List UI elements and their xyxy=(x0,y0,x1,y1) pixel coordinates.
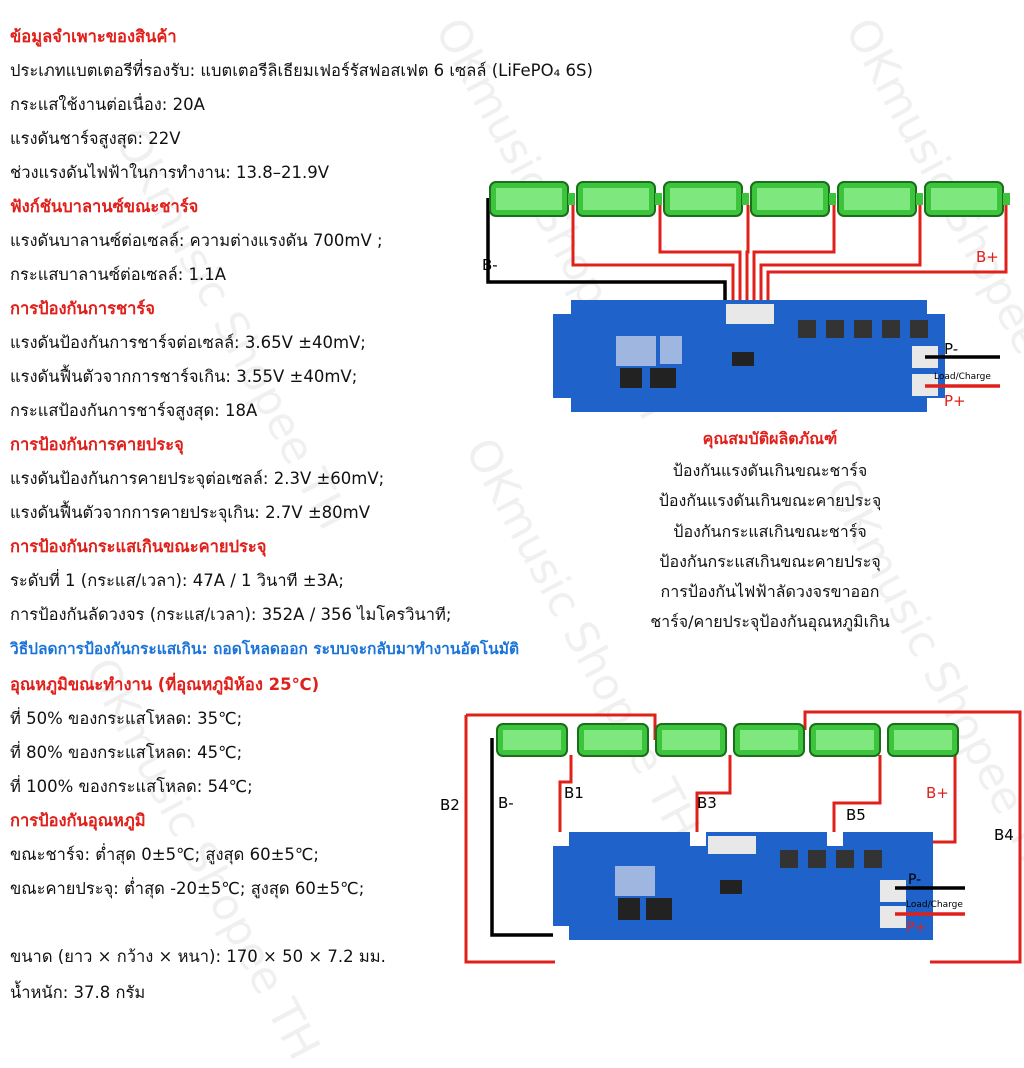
battery-cell-icon xyxy=(750,181,836,217)
label-load-charge: Load/Charge xyxy=(906,900,963,910)
label-p-minus: P- xyxy=(944,340,958,358)
spec-charge-temp: ขณะชาร์จ: ต่ำสุด 0±5℃; สูงสุด 60±5℃; xyxy=(10,845,319,864)
spec-operating-voltage: ช่วงแรงดันไฟฟ้าในการทำงาน: 13.8–21.9V xyxy=(10,163,330,182)
feature-item: การป้องกันไฟฟ้าลัดวงจรขาออก xyxy=(660,582,880,602)
spec-temp-100: ที่ 100% ของกระแสโหลด: 54℃; xyxy=(10,777,253,796)
product-features: คุณสมบัติผลิตภัณฑ์ ป้องกันแรงดันเกินขณะช… xyxy=(600,426,940,638)
battery-cell-icon xyxy=(577,723,649,757)
feature-item: ป้องกันกระแสเกินขณะคายประจุ xyxy=(659,551,881,571)
section-title-balance: ฟังก์ชันบาลานซ์ขณะชาร์จ xyxy=(10,197,199,216)
spec-overcharge-voltage: แรงดันป้องกันการชาร์จต่อเซลล์: 3.65V ±40… xyxy=(10,333,366,352)
label-b-minus: B- xyxy=(482,256,498,274)
battery-cell-icon xyxy=(837,181,923,217)
spec-battery-type: ประเภทแบตเตอรีที่รองรับ: แบตเตอรีลิเธียม… xyxy=(10,61,593,80)
features-title: คุณสมบัติผลิตภัณฑ์ xyxy=(702,429,838,448)
spec-weight: น้ำหนัก: 37.8 กรัม xyxy=(10,983,146,1002)
spec-max-charge-voltage: แรงดันชาร์จสูงสุด: 22V xyxy=(10,129,181,148)
label-b4: B4 xyxy=(994,826,1014,844)
battery-cell-icon xyxy=(663,181,749,217)
section-title-specifications: ข้อมูลจำเพาะของสินค้า xyxy=(10,27,177,46)
spec-temp-80: ที่ 80% ของกระแสโหลด: 45℃; xyxy=(10,743,243,762)
battery-cell-icon xyxy=(809,723,881,757)
section-title-charge-protection: การป้องกันการชาร์จ xyxy=(10,299,155,318)
b-minus-wire xyxy=(486,198,727,308)
section-title-overcurrent: การป้องกันกระแสเกินขณะคายประจุ xyxy=(10,537,267,556)
label-b-plus: B+ xyxy=(976,248,999,266)
label-b3: B3 xyxy=(697,794,717,812)
spec-discharge-temp: ขณะคายประจุ: ต่ำสุด -20±5℃; สูงสุด 60±5℃… xyxy=(10,879,365,898)
feature-item: ป้องกันกระแสเกินขณะชาร์จ xyxy=(673,521,867,541)
label-p-plus: P+ xyxy=(906,920,926,936)
bms-board xyxy=(553,832,933,940)
battery-cell-icon xyxy=(924,181,1010,217)
battery-cell-icon xyxy=(655,723,727,757)
spec-release-method: วิธีปลดการป้องกันกระแสเกิน: ถอดโหลดออก ร… xyxy=(10,640,520,658)
spec-balance-current: กระแสบาลานซ์ต่อเซลล์: 1.1A xyxy=(10,265,227,284)
label-p-plus: P+ xyxy=(944,392,966,410)
spec-level1: ระดับที่ 1 (กระแส/เวลา): 47A / 1 วินาที … xyxy=(10,571,344,590)
spec-overcharge-recovery: แรงดันฟื้นตัวจากการชาร์จเกิน: 3.55V ±40m… xyxy=(10,367,358,386)
label-load-charge: Load/Charge xyxy=(934,372,991,382)
label-p-minus: P- xyxy=(908,872,921,888)
section-title-operating-temperature: อุณหภูมิขณะทำงาน (ที่อุณหภูมิห้อง 25℃) xyxy=(10,675,320,694)
spec-overdischarge-recovery: แรงดันฟื้นตัวจากการคายประจุเกิน: 2.7V ±8… xyxy=(10,503,371,522)
spec-size: ขนาด (ยาว × กว้าง × หนา): 170 × 50 × 7.2… xyxy=(10,947,386,966)
spec-overdischarge-voltage: แรงดันป้องกันการคายประจุต่อเซลล์: 2.3V ±… xyxy=(10,469,385,488)
spec-temp-50: ที่ 50% ของกระแสโหลด: 35℃; xyxy=(10,709,243,728)
battery-cell-icon xyxy=(733,723,805,757)
feature-item: ชาร์จ/คายประจุป้องกันอุณหภูมิเกิน xyxy=(650,612,890,632)
label-b5: B5 xyxy=(846,806,866,824)
battery-cell-icon xyxy=(576,181,662,217)
bms-board xyxy=(553,300,945,412)
battery-cell-icon xyxy=(887,723,959,757)
label-b1: B1 xyxy=(564,784,584,802)
section-title-discharge-protection: การป้องกันการคายประจุ xyxy=(10,435,184,454)
feature-item: ป้องกันแรงดันเกินขณะคายประจุ xyxy=(658,491,882,511)
feature-item: ป้องกันแรงดันเกินขณะชาร์จ xyxy=(672,461,868,480)
wiring-diagram-bottom: B2 B- B1 B3 B5 B+ B4 P- Load/Charge P+ xyxy=(440,710,1022,964)
spec-continuous-current: กระแสใช้งานต่อเนื่อง: 20A xyxy=(10,95,205,114)
battery-cell-icon xyxy=(489,181,575,217)
balance-wires xyxy=(571,200,1008,308)
label-b2: B2 xyxy=(440,796,460,814)
battery-pack xyxy=(489,181,1010,217)
battery-pack xyxy=(496,723,959,757)
spec-balance-voltage: แรงดันบาลานซ์ต่อเซลล์: ความต่างแรงดัน 70… xyxy=(10,231,383,250)
battery-cell-icon xyxy=(496,723,568,757)
label-b-plus: B+ xyxy=(926,784,949,802)
spec-max-charge-protection-current: กระแสป้องกันการชาร์จสูงสุด: 18A xyxy=(10,401,258,420)
spec-short-circuit: การป้องกันลัดวงจร (กระแส/เวลา): 352A / 3… xyxy=(10,605,452,624)
wiring-diagram-top: B- B+ P- Load/Charge P+ xyxy=(482,181,1010,412)
section-title-temperature-protection: การป้องกันอุณหภูมิ xyxy=(10,811,146,830)
label-b-minus: B- xyxy=(498,794,514,812)
